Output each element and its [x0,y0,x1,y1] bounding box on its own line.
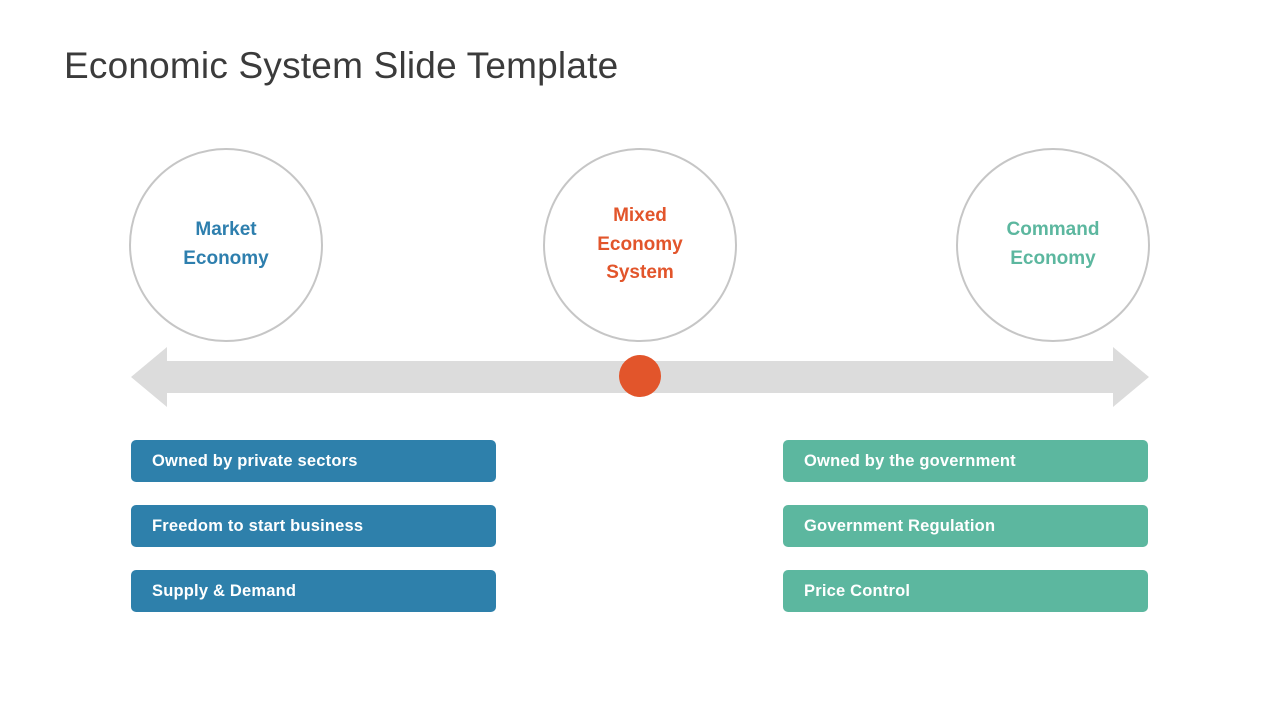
feature-bar[interactable]: Supply & Demand [131,570,496,612]
feature-bar[interactable]: Government Regulation [783,505,1148,547]
feature-bar[interactable]: Freedom to start business [131,505,496,547]
feature-bar-label: Government Regulation [804,516,996,535]
spectrum-node-label: Mixed Economy System [597,204,683,284]
spectrum-node-label: Command Economy [1006,219,1100,269]
spectrum-node-mixed-economy-system[interactable]: Mixed Economy System [543,148,737,342]
feature-bar-label: Price Control [804,581,911,600]
feature-bar[interactable]: Owned by the government [783,440,1148,482]
spectrum-node-command-economy[interactable]: Command Economy [956,148,1150,342]
feature-bar-label: Owned by private sectors [152,451,358,470]
spectrum-node-market-economy[interactable]: Market Economy [129,148,323,342]
command-economy-feature-list: Owned by the government Government Regul… [783,440,1148,612]
feature-bar-label: Owned by the government [804,451,1016,470]
mixed-economy-marker[interactable] [619,355,661,397]
feature-bar-label: Supply & Demand [152,581,297,600]
feature-bar[interactable]: Price Control [783,570,1148,612]
page-title: Economic System Slide Template [64,45,619,86]
feature-bar-label: Freedom to start business [152,516,364,535]
spectrum-node-label: Market Economy [183,219,269,269]
market-economy-feature-list: Owned by private sectors Freedom to star… [131,440,496,612]
feature-bar[interactable]: Owned by private sectors [131,440,496,482]
